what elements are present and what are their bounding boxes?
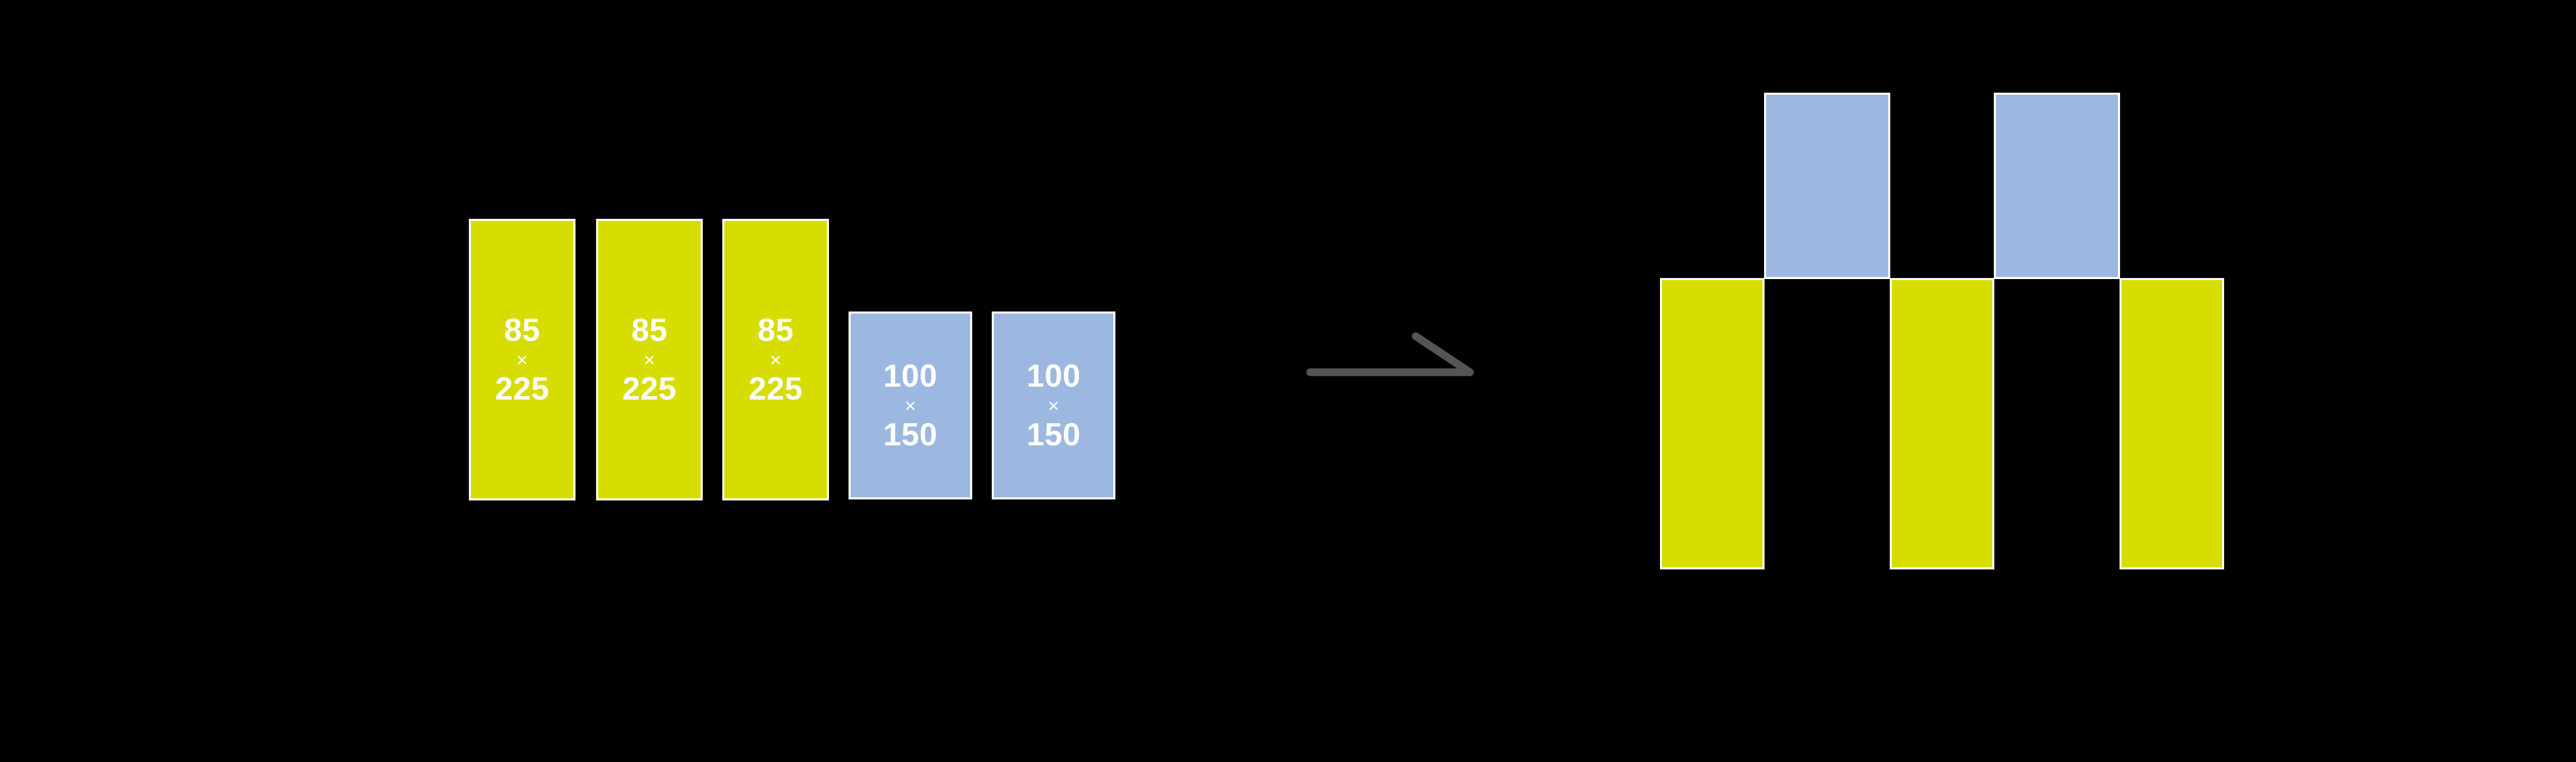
- output-piece-4[interactable]: [1994, 93, 2120, 279]
- output-piece-1[interactable]: [1660, 278, 1765, 569]
- output-piece-5[interactable]: [2120, 278, 2224, 569]
- transform-arrow: [1298, 319, 1484, 412]
- arrow-right-icon: [1306, 332, 1474, 376]
- output-piece-3[interactable]: [1890, 278, 1994, 569]
- output-piece-2[interactable]: [1764, 93, 1890, 279]
